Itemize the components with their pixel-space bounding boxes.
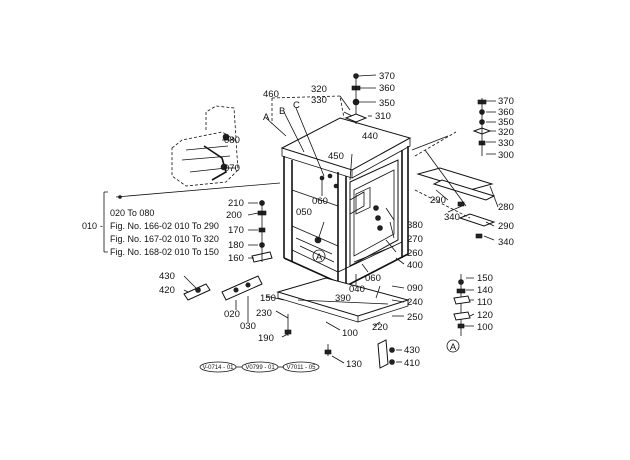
part-label: 350 <box>498 117 514 128</box>
part-label: 140 <box>477 285 493 296</box>
part-label: 290 <box>430 195 446 206</box>
part-labels: 370 360 350 320 330 310 460 A B C 440 45… <box>159 71 514 370</box>
reference-tag-3: V7011 - 05 <box>287 365 317 371</box>
part-label: 110 <box>477 297 492 308</box>
part-label: 040 <box>349 284 365 295</box>
part-label: 230 <box>256 308 272 319</box>
part-label: 080 <box>224 135 240 146</box>
step-bracket <box>183 275 263 301</box>
figure-note: 010 - 020 To 080 Fig. No. 166-02 010 To … <box>82 191 219 257</box>
part-label: 320 <box>311 84 327 95</box>
part-label: 050 <box>296 207 312 218</box>
detail-a-hardware <box>453 274 471 336</box>
right-hardware-stack <box>472 98 492 156</box>
part-label: 330 <box>311 95 327 106</box>
part-label: 370 <box>379 71 395 82</box>
part-label: 100 <box>342 328 358 339</box>
detail-marker-a-detail: A <box>450 342 457 353</box>
part-label: 360 <box>498 107 514 118</box>
part-label: 060 <box>365 273 381 284</box>
part-label: 270 <box>407 234 423 245</box>
leader-lines <box>115 74 499 364</box>
part-label: 150 <box>477 273 493 284</box>
part-label: 360 <box>379 83 395 94</box>
reference-tag-2: V0799 - 01 <box>245 365 275 371</box>
part-label: 450 <box>328 151 344 162</box>
part-label: 180 <box>228 240 244 251</box>
part-label: 430 <box>404 345 420 356</box>
part-label: 310 <box>375 111 391 122</box>
part-label: 290 <box>498 221 514 232</box>
reference-tags: V-0714 - 01 V0799 - 01 V7011 - 05 <box>199 361 320 373</box>
part-label: 340 <box>498 237 514 248</box>
part-label: 150 <box>260 293 276 304</box>
part-label: 240 <box>407 297 423 308</box>
part-label: 430 <box>159 271 175 282</box>
part-label: 460 <box>263 89 279 100</box>
part-label: C <box>293 100 300 111</box>
part-label: 030 <box>240 321 256 332</box>
detail-markers: A A <box>312 249 460 353</box>
part-label: 370 <box>498 96 514 107</box>
figure-note-line-2: Fig. No. 166-02 010 To 290 <box>110 221 219 231</box>
figure-note-line-4: Fig. No. 168-02 010 To 150 <box>110 247 219 257</box>
part-label: 090 <box>407 283 423 294</box>
part-label: 260 <box>407 248 423 259</box>
part-label: 330 <box>498 138 514 149</box>
detail-marker-a-cabin: A <box>316 252 323 263</box>
figure-note-line-3: Fig. No. 167-02 010 To 320 <box>110 234 219 244</box>
part-label: 060 <box>312 196 328 207</box>
part-label: 400 <box>407 260 423 271</box>
part-label: 020 <box>224 309 240 320</box>
right-rail-parts <box>414 131 496 239</box>
part-label: 220 <box>372 322 388 333</box>
seat-illustration <box>171 105 239 187</box>
part-label: 340 <box>444 212 460 223</box>
part-label: 410 <box>404 358 420 369</box>
part-label: 120 <box>477 310 493 321</box>
part-label: A <box>263 112 270 123</box>
part-label: 390 <box>335 293 351 304</box>
part-label: B <box>279 106 285 117</box>
part-label: 100 <box>477 322 493 333</box>
floor-plate <box>276 277 410 323</box>
part-label: 130 <box>346 359 362 370</box>
part-label: 190 <box>258 333 274 344</box>
svg-text:-: - <box>100 221 103 231</box>
part-label: 440 <box>362 131 378 142</box>
figure-note-line-1: 020 To 080 <box>110 208 154 218</box>
reference-tag-1: V-0714 - 01 <box>202 365 234 371</box>
part-label: 160 <box>228 253 244 264</box>
part-label: 280 <box>498 202 514 213</box>
part-label: 300 <box>498 150 514 161</box>
part-label: 170 <box>228 225 244 236</box>
part-label: 420 <box>159 285 175 296</box>
part-label: 210 <box>228 198 244 209</box>
part-label: 070 <box>224 163 240 174</box>
roof-hardware <box>344 73 368 124</box>
part-label: 200 <box>226 210 242 221</box>
part-label: 380 <box>407 220 423 231</box>
cabin-frame <box>280 117 412 287</box>
part-label: 250 <box>407 312 423 323</box>
part-label: 350 <box>379 98 395 109</box>
figure-note-ref: 010 <box>82 221 97 231</box>
left-hardware-stack <box>251 200 273 263</box>
part-label: 320 <box>498 127 514 138</box>
